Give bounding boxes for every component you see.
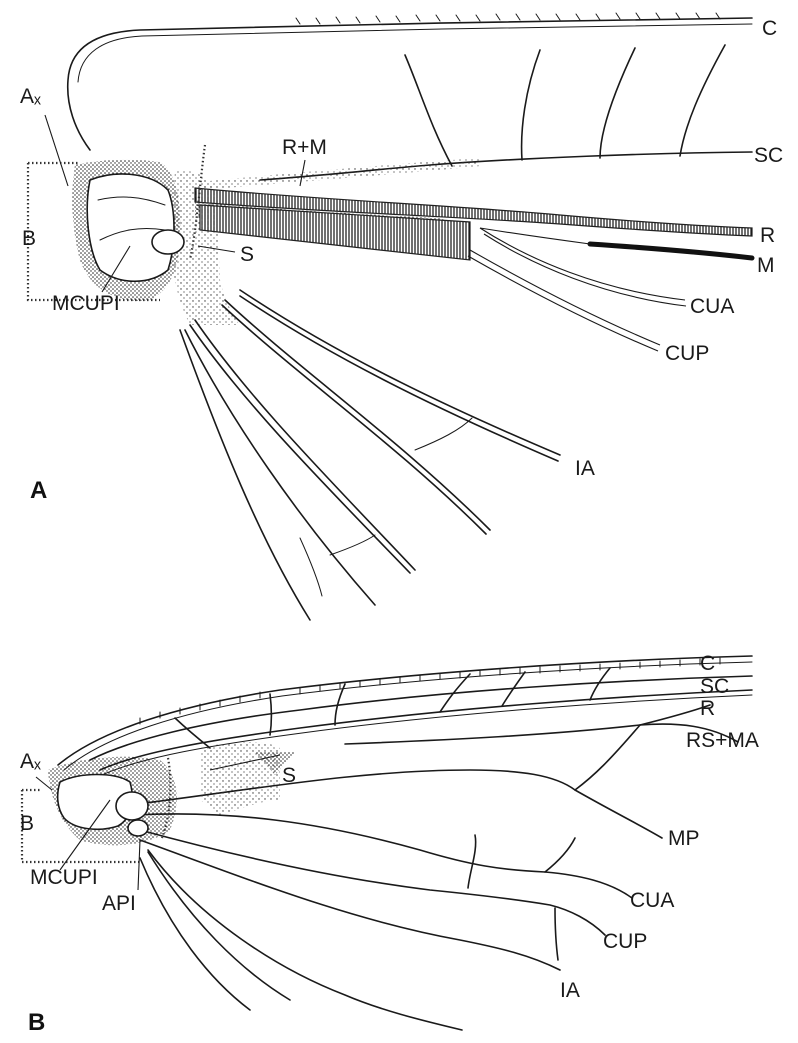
wing-b-radius (100, 690, 752, 770)
label-b-cua: CUA (630, 889, 674, 912)
label-a-ax: Aₓ (20, 85, 41, 108)
label-b-b: B (20, 812, 34, 835)
wing-b-cua (135, 814, 632, 898)
label-a-radius: R (760, 224, 775, 247)
label-b-subcosta: SC (700, 675, 729, 698)
wing-b-anal-plate (128, 820, 148, 836)
wing-b-costal-ticks (140, 658, 720, 724)
label-a-r-plus-m: R+M (282, 136, 327, 159)
wing-b-rs-ma (345, 724, 738, 744)
wing-b-anal-margin (148, 850, 462, 1030)
wing-a-median-plate (152, 230, 184, 254)
label-a-media: M (757, 254, 775, 277)
label-b-s: S (282, 764, 296, 787)
wing-b-subcosta (90, 676, 752, 760)
wing-b-costa-inner (64, 662, 752, 770)
label-a-subcosta: SC (754, 144, 783, 167)
label-a-s: S (240, 243, 254, 266)
label-b-radius: R (700, 697, 715, 720)
wing-b-anal-vein-2 (148, 852, 290, 1000)
wing-a-anal-veins (180, 290, 560, 620)
label-a-b: B (22, 227, 36, 250)
wing-a-cua (480, 228, 686, 306)
label-b-mp: MP (668, 827, 700, 850)
label-a-ia: IA (575, 457, 595, 480)
label-b-rs-ma: RS+MA (686, 729, 759, 752)
wing-b-cua-cross (545, 838, 575, 872)
wing-b-ia-cross (555, 908, 558, 960)
wing-a (28, 13, 752, 620)
label-b-costa: C (700, 652, 715, 675)
wing-b-median-plate (116, 792, 148, 820)
label-a-costa: C (762, 17, 777, 40)
wing-b-costa (58, 656, 752, 765)
label-b-api: API (102, 892, 136, 915)
label-a-mcupi: MCUPI (52, 292, 120, 315)
wing-a-costa (68, 18, 752, 150)
wing-a-cup (468, 250, 660, 351)
wing-a-costa-inner (78, 24, 752, 82)
label-b-mcupi: MCUPI (30, 866, 98, 889)
wing-a-media (590, 244, 752, 258)
label-a-cua: CUA (690, 295, 734, 318)
label-b-cup: CUP (603, 930, 647, 953)
wing-b-ia (140, 840, 560, 970)
wing-b (22, 656, 752, 1030)
wing-b-cup-cross (468, 835, 476, 888)
wing-a-basal-sclerite (87, 174, 174, 281)
label-a-cup: CUP (665, 342, 709, 365)
panel-label-a: A (30, 477, 47, 504)
wing-a-crossveins (405, 45, 725, 166)
label-b-ax: Aₓ (20, 750, 41, 773)
panel-label-b: B (28, 1009, 45, 1036)
label-b-ia: IA (560, 979, 580, 1002)
wing-a-subcosta-stipple (200, 158, 480, 190)
wing-b-mp-cross (575, 725, 640, 790)
